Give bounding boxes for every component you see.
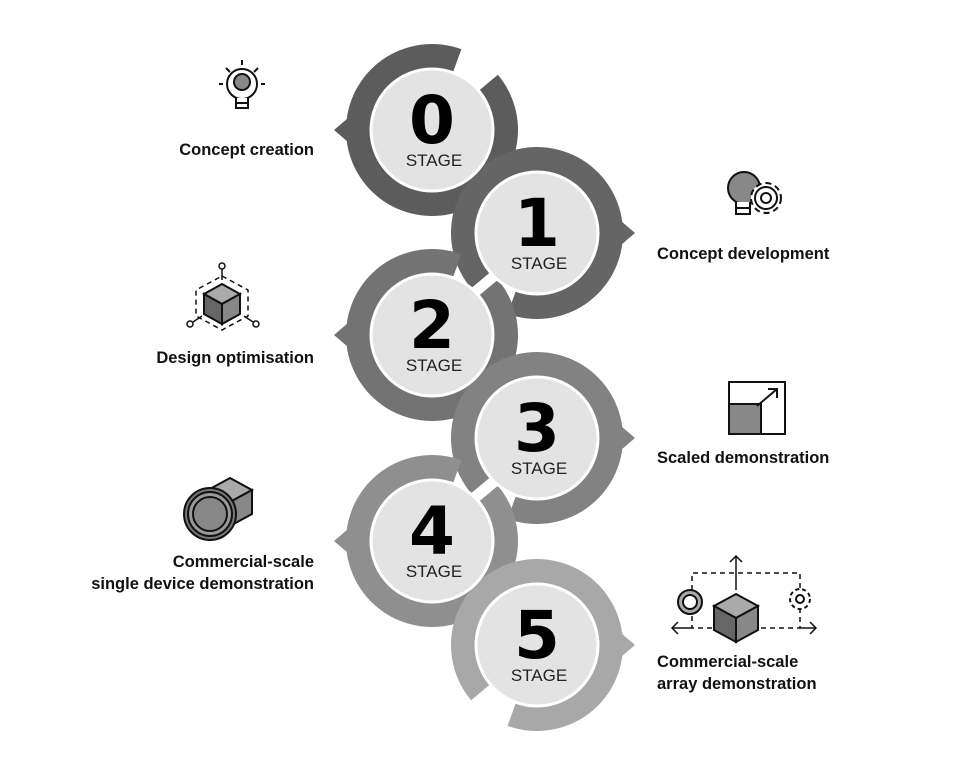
stage-2-disc: [369, 272, 495, 398]
stage-0-label: Concept creation: [179, 141, 314, 159]
stage-1-disc: [474, 170, 600, 296]
stage-5-label: Commercial-scale array demonstration: [657, 653, 817, 693]
lightbulb-icon: [218, 59, 266, 109]
stage-0-disc: [369, 67, 495, 193]
stage-2-label: Design optimisation: [156, 349, 314, 367]
stage-3-disc: [474, 375, 600, 501]
stage-5-pointer: [621, 633, 635, 657]
stage-1-pointer: [621, 221, 635, 245]
stage-1-word: STAGE: [511, 254, 567, 273]
stage-4-disc: [369, 478, 495, 604]
stage-0-word: STAGE: [406, 151, 462, 170]
lightbulb-gear-icon: [727, 171, 782, 215]
stage-3-label: Scaled demonstration: [657, 449, 830, 467]
stage-5-disc: [474, 582, 600, 708]
stage-4-pointer: [334, 529, 348, 553]
stage-4-number: 4: [409, 493, 455, 570]
stage-5-word: STAGE: [511, 666, 567, 685]
stage-4-word: STAGE: [406, 562, 462, 581]
stage-3-number: 3: [514, 390, 560, 467]
stage-1-label: Concept development: [657, 245, 830, 263]
stage-2-pointer: [334, 323, 348, 347]
stage-3-pointer: [621, 426, 635, 450]
stage-1-number: 1: [514, 185, 560, 262]
stage-5-number: 5: [514, 597, 560, 674]
stage-4-label: Commercial-scale single device demonstra…: [91, 553, 314, 593]
scale-up-icon: [728, 381, 786, 435]
stage-0-pointer: [334, 118, 348, 142]
array-icon: [671, 555, 817, 643]
stage-2-number: 2: [409, 287, 455, 364]
cube-network-icon: [186, 262, 260, 331]
device-cube-icon: [183, 477, 253, 541]
stage-3-word: STAGE: [511, 459, 567, 478]
stage-2-word: STAGE: [406, 356, 462, 375]
stage-0-number: 0: [409, 82, 455, 159]
